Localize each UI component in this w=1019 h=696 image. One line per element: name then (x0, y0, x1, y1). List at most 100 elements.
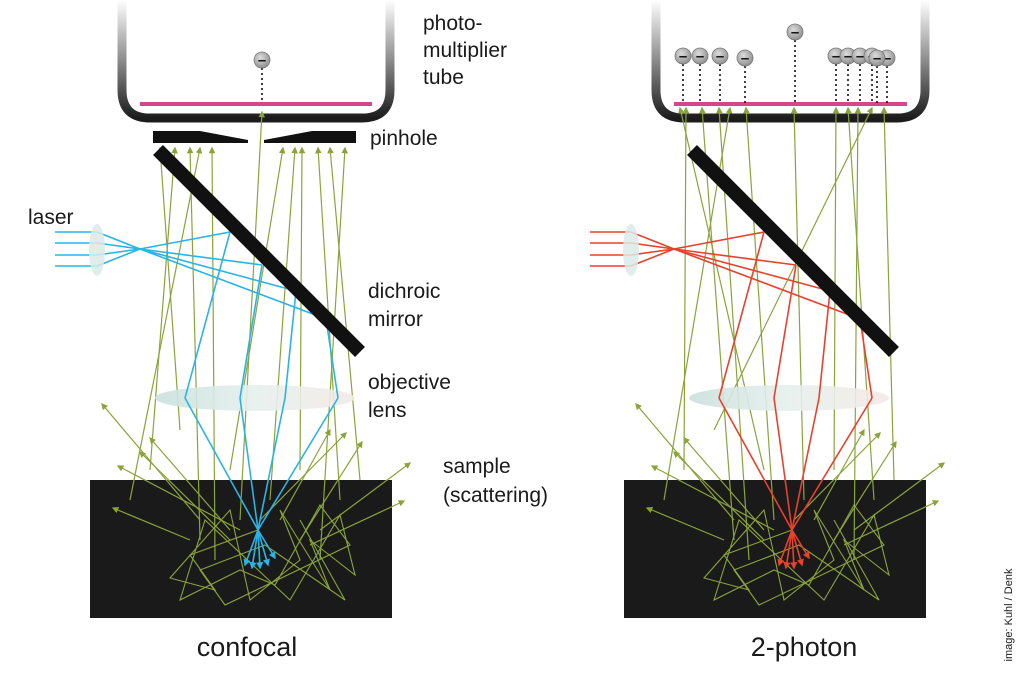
scattered-ray (116, 465, 241, 531)
electron-circle (674, 47, 692, 65)
scattering-path (168, 503, 356, 606)
laser-beam-exit (249, 529, 259, 570)
laser-lens (623, 224, 639, 276)
scattered-ray (683, 437, 765, 531)
scattered-ray (650, 465, 775, 531)
laser-beam-focus (791, 397, 820, 531)
laser-beam-focus (184, 397, 259, 531)
scattered-ray (139, 451, 231, 541)
laser-beam-reflected (818, 290, 831, 399)
mirror-label-line1: dichroic (368, 280, 440, 303)
electron-symbol: – (696, 48, 704, 65)
laser-beam-to-mirror (673, 231, 765, 250)
electron-circle (786, 23, 804, 41)
laser-beam-to-mirror (139, 248, 263, 266)
fluorescence-ray (157, 146, 181, 431)
laser-beam-exit (257, 529, 270, 567)
pinhole-right-plate (264, 131, 356, 143)
electron-symbol: – (741, 50, 749, 67)
laser-beam-focus (791, 397, 873, 531)
laser-beam-exit (777, 529, 793, 567)
laser-beam-exit (243, 529, 259, 567)
fluorescence-ray (699, 106, 735, 541)
electron-symbol: – (258, 52, 266, 69)
fluorescence-ray (186, 146, 201, 541)
two-photon-caption: 2-photon (751, 632, 858, 662)
image-credit: image: Kuhl / Denk (1003, 568, 1015, 661)
laser-beam-reflected (718, 231, 765, 399)
fluorescence-ray (129, 146, 203, 501)
fluorescence-ray (790, 106, 805, 501)
pinhole-label: pinhole (370, 127, 438, 150)
electron-symbol: – (716, 48, 724, 65)
fluorescence-ray (229, 146, 286, 471)
fluorescence-ray (682, 106, 690, 471)
scattered-ray (833, 440, 897, 541)
laser-beam-reflected (239, 264, 263, 399)
pmt-label-line1: photo- (423, 12, 483, 35)
objective-label-line2: lens (368, 399, 407, 422)
fluorescence-ray (845, 106, 875, 501)
sample-label-line2: (scattering) (443, 484, 548, 507)
electron-circle (711, 47, 729, 65)
pmt-label-line2: multiplier (423, 39, 507, 62)
fluorescence-ray (743, 106, 775, 521)
laser-beam-exit (783, 529, 793, 570)
two-photon-panel: ––––––––––– (590, 0, 946, 618)
laser-beam-to-mirror (673, 248, 831, 292)
laser-beam-focus (257, 397, 339, 531)
scattered-ray (793, 432, 881, 521)
laser-beam-to-mirror (673, 248, 797, 266)
fluorescence-ray (677, 106, 765, 471)
laser-beam-converge (630, 248, 675, 267)
laser-beam-reflected (859, 318, 873, 399)
laser-beam-exit (790, 529, 798, 570)
electron-symbol: – (873, 50, 881, 67)
laser-beam-converge (630, 231, 675, 250)
laser-beam-focus (257, 397, 286, 531)
scattered-ray (673, 451, 765, 541)
fluorescence-ray (327, 146, 361, 481)
scattered-ray (843, 500, 940, 546)
electron-circle (691, 47, 709, 65)
laser-beam-focus (773, 397, 793, 531)
dichroic-mirror (153, 145, 365, 357)
laser-beam-reflected (284, 290, 297, 399)
laser-beam-reflected (325, 318, 339, 399)
confocal-panel: – (55, 0, 412, 618)
fluorescence-ray (239, 110, 266, 521)
laser-beam-to-mirror (139, 248, 297, 292)
laser-beam-exit (791, 529, 810, 560)
electron-symbol: – (856, 48, 864, 65)
laser-beam-converge (96, 248, 141, 267)
objective-label-line1: objective (368, 371, 451, 394)
laser-beam-converge (96, 231, 141, 250)
objective-lens (155, 385, 355, 411)
objective-lens (689, 385, 889, 411)
laser-beam-reflected (184, 231, 231, 399)
fluorescence-ray (269, 146, 298, 501)
fluorescence-ray (713, 106, 873, 431)
electron-symbol: – (832, 48, 840, 65)
electron-symbol: – (791, 24, 799, 41)
fluorescence-ray (880, 106, 895, 481)
scattered-ray (309, 500, 406, 546)
laser-beam-reflected (773, 264, 797, 399)
scattered-ray (645, 506, 725, 541)
scattered-ray (853, 462, 946, 531)
scattered-ray (259, 432, 347, 521)
electron-circle (868, 49, 886, 67)
laser-lens (89, 224, 105, 276)
electron-symbol: – (679, 48, 687, 65)
scattering-path (702, 503, 890, 606)
electron-symbol: – (883, 50, 891, 67)
scattered-ray (299, 440, 363, 541)
laser-beam-focus (239, 397, 259, 531)
pinhole-left-plate (153, 131, 248, 143)
laser-beam-exit (256, 529, 264, 570)
fluorescence-ray (319, 146, 348, 561)
scattered-ray (149, 437, 231, 531)
sample-label-line1: sample (443, 455, 511, 478)
scattered-ray (319, 462, 412, 531)
